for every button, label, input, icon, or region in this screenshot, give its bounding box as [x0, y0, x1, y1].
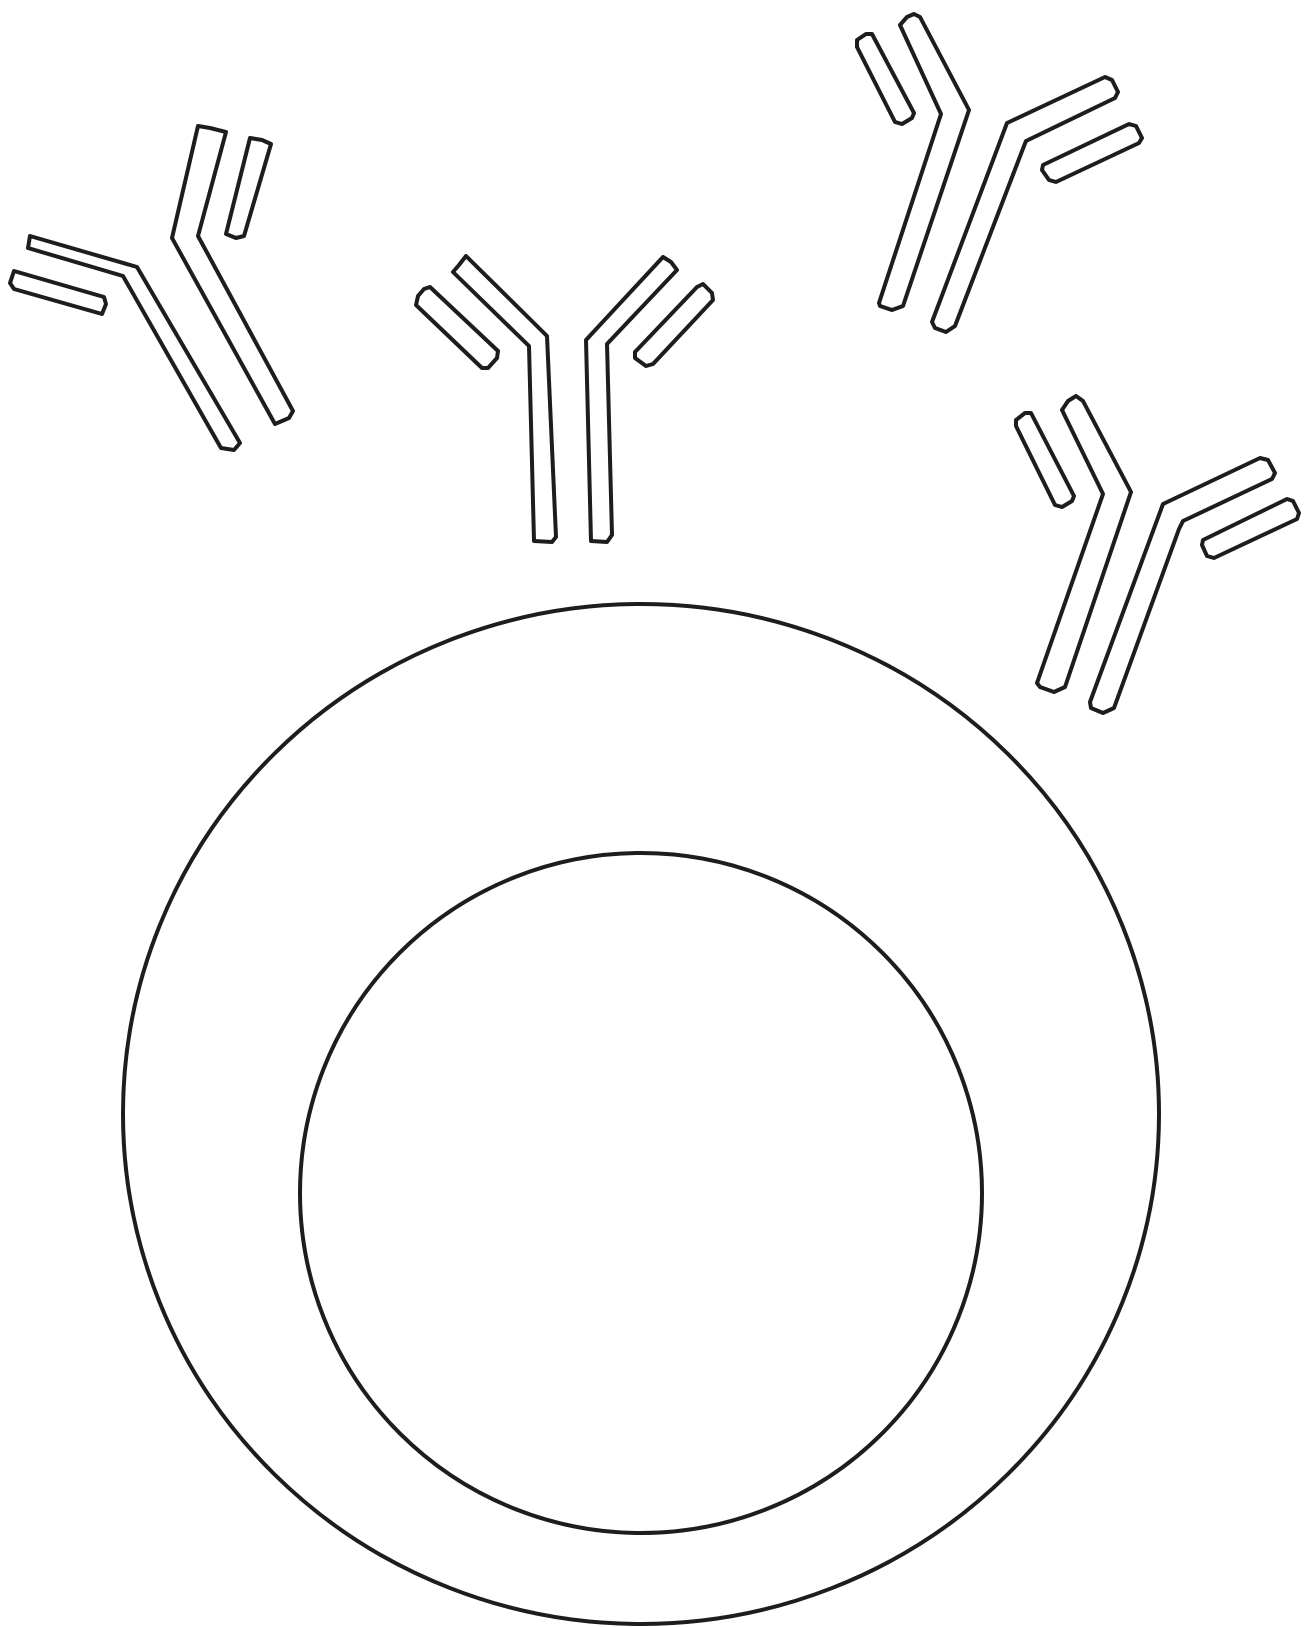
antibody-top-left-icon [10, 126, 293, 450]
antibody-top-right-icon [857, 14, 1142, 332]
cell [123, 604, 1159, 1624]
antibody-right-icon [1016, 396, 1299, 713]
cell-nucleus [300, 853, 982, 1533]
antibody-center-icon [416, 256, 713, 542]
